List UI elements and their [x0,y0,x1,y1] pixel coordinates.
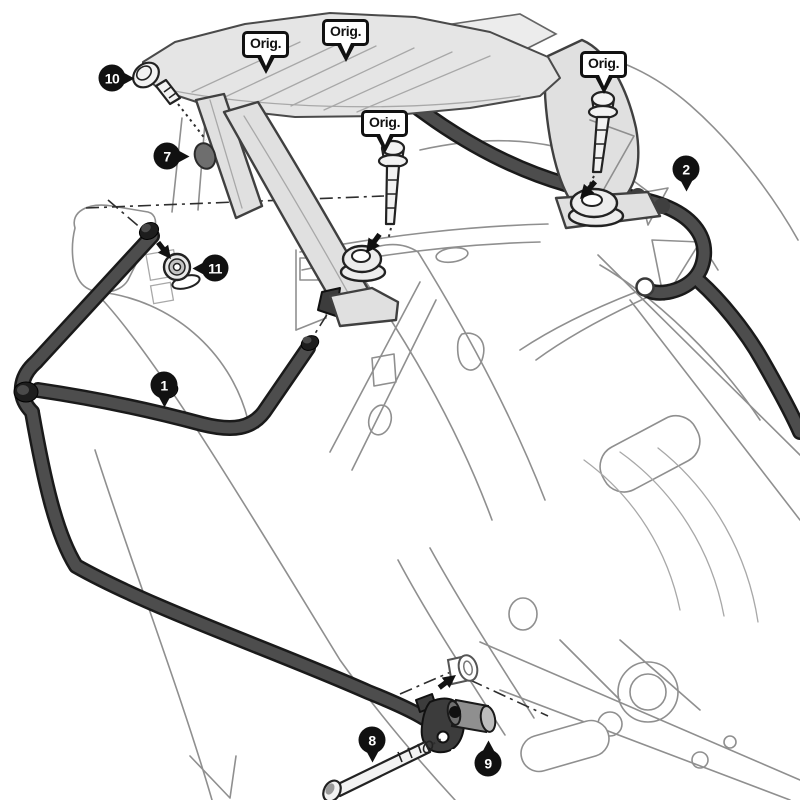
part-marker-9: 9 [474,749,502,777]
orig-label-text: Orig. [369,114,401,130]
bolt-orig-right [580,90,619,199]
hardware-parts [132,61,619,800]
part-marker-10: 10 [98,64,126,92]
bolt-part8 [322,738,442,800]
part-marker-number: 7 [163,148,171,164]
orig-label-2: Orig. [322,19,370,61]
middle-mount-hole [351,249,371,263]
part-marker-11: 11 [201,254,229,282]
part-marker-1: 1 [150,371,178,399]
part-marker-number: 10 [104,70,120,86]
part-marker-number: 9 [484,755,492,771]
grommet-part11 [156,240,201,290]
part-marker-number: 1 [160,377,168,393]
orig-label-1: Orig. [242,31,290,73]
part-marker-7: 7 [153,142,181,170]
grab-rail-hook-hole [635,277,655,297]
down-arrow-icon [156,240,171,259]
part-marker-2: 2 [672,155,700,183]
part-marker-number: 11 [208,260,222,276]
bushing-part9 [446,698,497,734]
part-marker-number: 2 [682,161,690,177]
frame-mount-hole [437,654,479,690]
bolt-part10 [132,61,207,141]
side-rack-left-part1 [13,221,466,754]
orig-label-4: Orig. [580,51,628,93]
orig-label-3: Orig. [361,110,409,152]
part-marker-number: 8 [368,732,376,748]
up-arrow-icon [437,675,456,690]
right-mount-bracket [543,38,662,230]
orig-label-text: Orig. [250,35,282,51]
left-mount-brackets [193,92,400,328]
down-arrow-icon [366,232,382,253]
orig-label-text: Orig. [330,23,362,39]
part-marker-8: 8 [358,726,386,754]
orig-label-text: Orig. [588,55,620,71]
down-arrow-icon [580,179,598,199]
grommet-part7 [193,142,217,170]
